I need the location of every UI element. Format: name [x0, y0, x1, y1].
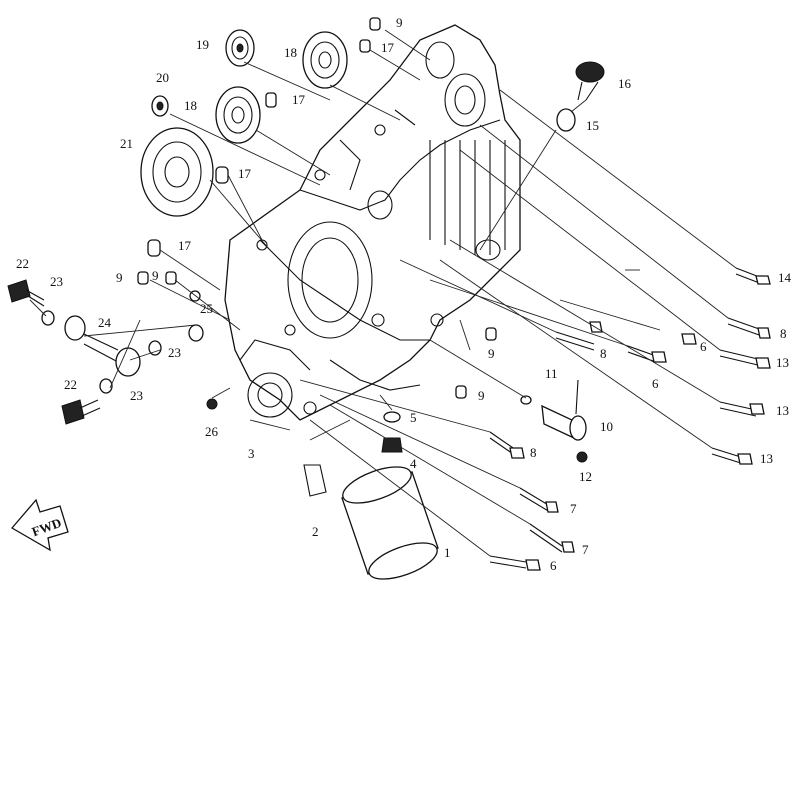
callout-6b: 6 — [652, 376, 659, 391]
callout-18a: 18 — [284, 45, 297, 60]
o-ring-15 — [556, 108, 576, 132]
callout-17c: 17 — [238, 166, 252, 181]
callout-9d: 9 — [488, 346, 495, 361]
sensor-10 — [520, 379, 588, 463]
callout-8c: 8 — [530, 445, 537, 460]
callout-22b: 22 — [64, 377, 77, 392]
callout-10: 10 — [600, 419, 613, 434]
callout-14: 14 — [778, 270, 792, 285]
callout-24: 24 — [98, 315, 112, 330]
callout-2: 2 — [312, 524, 319, 539]
callout-labels: 1 2 3 4 5 6 6 6 7 7 8 8 8 9 9 9 9 9 10 1… — [16, 15, 792, 573]
drain-plug-parts — [303, 411, 403, 497]
forward-direction-arrow: FWD — [10, 498, 69, 552]
callout-8b: 8 — [600, 346, 607, 361]
callout-23a: 23 — [50, 274, 63, 289]
callout-6a: 6 — [700, 339, 707, 354]
dowel-pins — [137, 17, 497, 399]
callout-11: 11 — [545, 366, 558, 381]
callout-15: 15 — [586, 118, 599, 133]
bearing-21 — [140, 127, 214, 217]
callout-12: 12 — [579, 469, 592, 484]
callout-1: 1 — [444, 545, 451, 560]
callout-22a: 22 — [16, 256, 29, 271]
callout-9b: 9 — [116, 270, 123, 285]
callout-6c: 6 — [550, 558, 557, 573]
seal-20 — [151, 95, 169, 117]
oil-filler-cap-16 — [575, 61, 605, 101]
callout-9a: 9 — [396, 15, 403, 30]
callout-4: 4 — [410, 456, 417, 471]
callout-13a: 13 — [776, 355, 789, 370]
callout-7a: 7 — [570, 501, 577, 516]
callout-16: 16 — [618, 76, 632, 91]
bearing-19 — [225, 29, 255, 67]
callout-20: 20 — [156, 70, 169, 85]
callout-9e: 9 — [478, 388, 485, 403]
callout-17d: 17 — [178, 238, 192, 253]
callout-21: 21 — [120, 136, 133, 151]
callout-17b: 17 — [292, 92, 306, 107]
callout-13c: 13 — [760, 451, 773, 466]
bearing-18-upper — [302, 31, 348, 89]
callout-23b: 23 — [168, 345, 181, 360]
callout-9c: 9 — [152, 268, 159, 283]
callout-18b: 18 — [184, 98, 197, 113]
callout-5: 5 — [410, 410, 417, 425]
callout-7b: 7 — [582, 542, 589, 557]
bolts — [489, 267, 771, 571]
callout-19: 19 — [196, 37, 209, 52]
callout-26: 26 — [205, 424, 219, 439]
callout-3: 3 — [248, 446, 255, 461]
callout-23c: 23 — [130, 388, 143, 403]
callout-25: 25 — [200, 301, 213, 316]
crankcase-cover — [224, 24, 521, 421]
bearing-18-lower — [215, 86, 261, 144]
leader-lines — [29, 29, 737, 557]
oil-filter-1 — [341, 466, 439, 580]
callout-8a: 8 — [780, 326, 787, 341]
callout-13b: 13 — [776, 403, 789, 418]
left-side-fittings — [7, 279, 218, 425]
callout-17a: 17 — [381, 40, 395, 55]
